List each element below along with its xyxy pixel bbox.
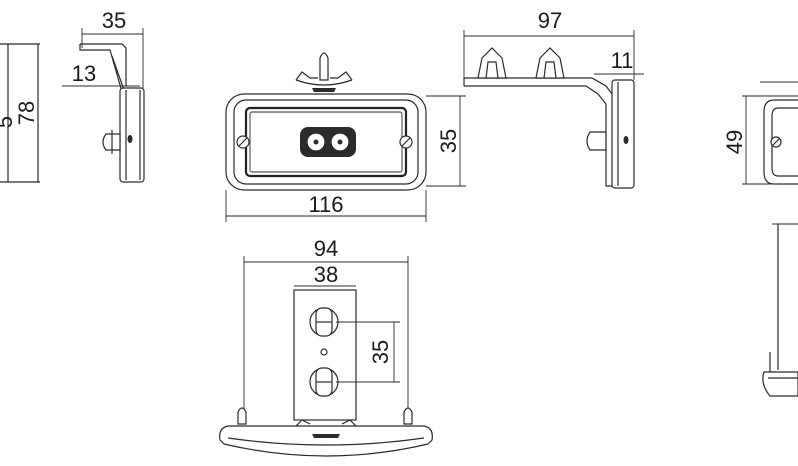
dim-front-width: 116 <box>308 192 343 217</box>
dim-bracket-thickness: 11 <box>611 48 634 73</box>
dim-side-offset: 13 <box>72 61 96 86</box>
dim-left-height: 78 <box>14 101 39 125</box>
dim-side-top-width: 35 <box>102 8 126 33</box>
dim-bottom-outer-width: 94 <box>314 236 338 261</box>
dim-left-partial: 5 <box>0 116 17 128</box>
left-partial-view: 5 78 <box>0 43 40 183</box>
dim-bracket-width: 97 <box>538 8 562 33</box>
bracket-side-view: 97 11 <box>463 8 644 189</box>
dim-right-height: 49 <box>722 130 747 154</box>
side-view: 35 13 <box>62 8 145 183</box>
bottom-view: 94 38 35 <box>219 236 433 457</box>
right-partial-view: 49 <box>722 81 798 397</box>
dim-bottom-hole-spacing: 35 <box>368 340 393 364</box>
dim-bottom-inner-width: 38 <box>314 262 338 287</box>
dim-front-height: 35 <box>436 129 461 153</box>
front-view: 35 116 <box>225 52 466 222</box>
